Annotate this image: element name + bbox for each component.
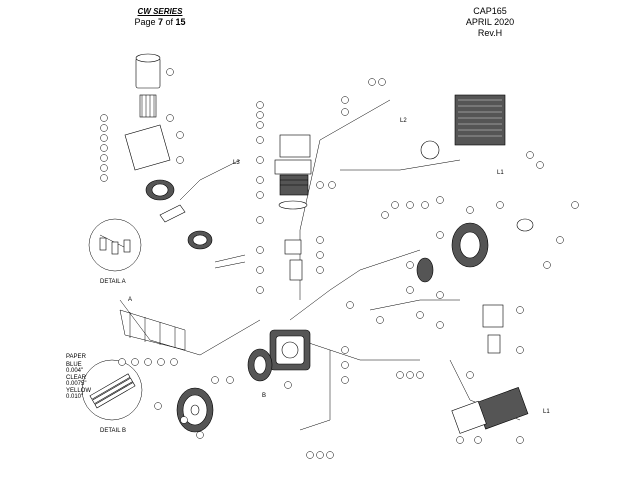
page-total: 15	[175, 17, 186, 27]
shim-clear-thickness: 0.0075"	[66, 381, 86, 387]
view-label-a: A	[128, 297, 132, 303]
radiator-assembly	[420, 94, 506, 160]
detail-a: DETAIL A	[88, 218, 142, 285]
shim-paper-label: PAPER	[66, 354, 87, 360]
view-label-l2: L2	[400, 118, 407, 124]
header-left: CW SERIES Page 7 of 15	[105, 6, 215, 28]
series-title: CW SERIES	[137, 7, 183, 16]
header-right: CAP165 APRIL 2020 Rev.H	[440, 6, 540, 39]
motor-assembly	[451, 304, 529, 434]
doc-revision: Rev.H	[477, 28, 503, 38]
shim-blue-label: BLUE	[66, 362, 82, 368]
detail-a-label: DETAIL A	[100, 279, 126, 285]
doc-date: APRIL 2020	[465, 17, 515, 27]
leader-lines	[119, 99, 521, 431]
shim-clear-label: CLEAR	[66, 375, 87, 381]
page-indicator: Page 7 of 15	[134, 17, 186, 27]
doc-code: CAP165	[473, 6, 507, 16]
piston-assembly	[187, 230, 246, 269]
callout-bubbles	[100, 68, 579, 459]
shim-blue-thickness: 0.004"	[66, 368, 83, 374]
air-filter-assembly	[124, 53, 186, 223]
crankcase	[247, 329, 311, 382]
frame-bracket	[119, 309, 186, 351]
page-current: 7	[157, 17, 163, 27]
view-label-b: B	[262, 393, 266, 399]
cylinder-head-assembly	[274, 134, 312, 281]
shim-yellow-label: YELLOW	[66, 388, 91, 394]
view-label-l1: L1	[497, 170, 504, 176]
pump-housing	[416, 218, 534, 283]
flywheel	[176, 387, 214, 433]
detail-b: PAPER BLUE 0.004" CLEAR 0.0075" YELLOW 0…	[66, 354, 143, 434]
shim-yellow-thickness: 0.010"	[66, 394, 83, 400]
view-label-l3: L3	[233, 160, 240, 166]
detail-b-label: DETAIL B	[100, 428, 126, 434]
view-label-l1-lower: L1	[543, 409, 550, 415]
